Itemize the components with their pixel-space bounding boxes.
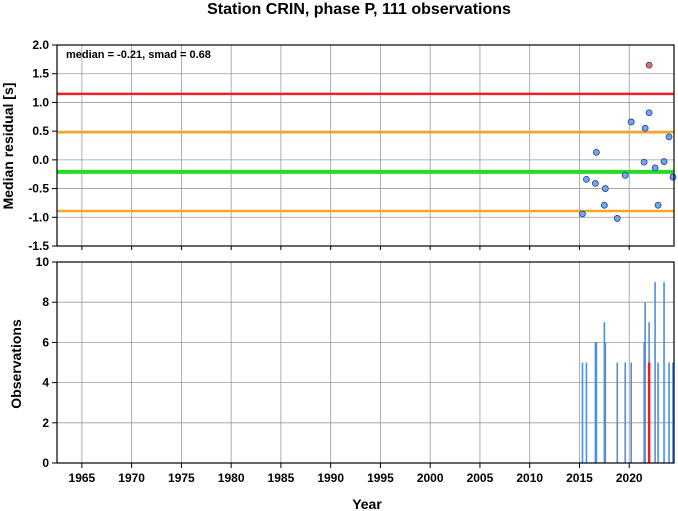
- residual-point: [660, 158, 668, 165]
- residual-point: [592, 148, 600, 156]
- observation-bar: [663, 282, 665, 463]
- observation-bar: [603, 322, 606, 463]
- observations-panel: 0 2 4 6 8 10 1965 1970 1975 1980 1985 1990 1995 2000…: [8, 255, 675, 511]
- y-tick-label: 2: [42, 416, 49, 430]
- residual-point: [641, 124, 649, 132]
- observation-bar: [672, 362, 674, 463]
- observations-y-ticks: 0 2 4 6 8 10: [36, 255, 57, 470]
- x-tick-label: 1965: [69, 471, 96, 485]
- observation-bar: [624, 362, 627, 463]
- residual-point: [627, 118, 635, 126]
- residual-panel: -1.5 -1.0 -0.5 0.0 0.5 1.0 1.5 2.0 median = -0.…: [0, 38, 677, 253]
- observation-bar: [657, 362, 659, 463]
- x-tick-label: 1980: [218, 471, 245, 485]
- year-x-ticks: 1965 1970 1975 1980 1985 1990 1995 2000 2005 2010…: [69, 463, 643, 485]
- residual-point: [579, 210, 586, 218]
- residual-point: [601, 185, 609, 192]
- observation-bar: [581, 362, 584, 463]
- reference-lines: [57, 92, 674, 213]
- residual-point: [600, 201, 608, 209]
- y-tick-label: 4: [42, 376, 49, 390]
- observation-bar: [643, 342, 645, 463]
- residual-point: [651, 164, 659, 172]
- residual-point: [621, 171, 629, 179]
- observation-bar: [654, 282, 656, 463]
- year-x-axis-label: Year: [352, 496, 382, 511]
- median-annotation: median = -0.21, smad = 0.68: [66, 49, 211, 61]
- x-tick-label: 1975: [168, 471, 195, 485]
- y-tick-label: 6: [42, 335, 49, 349]
- observation-bar: [616, 362, 619, 463]
- y-tick-label: -0.5: [28, 182, 49, 196]
- x-tick-label: 2000: [417, 471, 444, 485]
- x-tick-label: 2005: [467, 471, 494, 485]
- residual-point: [613, 215, 621, 222]
- observation-bar: [668, 362, 670, 463]
- observation-bar: [604, 342, 607, 463]
- residual-point: [665, 133, 673, 141]
- observations-grid: [57, 261, 674, 464]
- observation-bar: [630, 362, 633, 463]
- residual-y-axis-label: Median residual [s]: [0, 83, 16, 210]
- observation-bar: [644, 302, 646, 463]
- y-tick-label: 10: [36, 255, 50, 269]
- residual-grid: [57, 44, 674, 250]
- residual-points: [579, 61, 677, 222]
- y-tick-label: 8: [42, 295, 49, 309]
- x-tick-label: 1995: [367, 471, 394, 485]
- observations-plot-frame: [56, 261, 675, 464]
- y-tick-label: -1.0: [28, 210, 49, 224]
- residual-y-ticks: -1.5 -1.0 -0.5 0.0 0.5 1.0 1.5 2.0: [28, 38, 57, 253]
- x-tick-label: 2015: [566, 471, 593, 485]
- residual-point: [654, 201, 662, 209]
- y-tick-label: 2.0: [32, 38, 49, 52]
- residual-point: [645, 109, 653, 117]
- x-tick-label: 2010: [516, 471, 543, 485]
- y-tick-label: 1.0: [32, 95, 49, 109]
- observations-y-axis-label: Observations: [8, 319, 24, 409]
- observation-bars: [581, 282, 674, 463]
- residual-plot-frame: [56, 44, 675, 247]
- residual-point: [583, 175, 590, 183]
- y-tick-label: 0.0: [32, 153, 49, 167]
- residual-point: [669, 173, 677, 181]
- y-tick-label: 0: [42, 456, 49, 470]
- y-tick-label: 1.5: [32, 67, 49, 81]
- residual-point: [645, 61, 653, 69]
- x-tick-label: 1990: [317, 471, 344, 485]
- y-tick-label: 0.5: [32, 124, 49, 138]
- observation-bar: [585, 362, 588, 463]
- observation-bar: [594, 342, 597, 463]
- x-tick-label: 1970: [118, 471, 145, 485]
- residual-point: [640, 158, 648, 166]
- y-tick-label: -1.5: [28, 239, 49, 253]
- x-tick-label: 1985: [268, 471, 295, 485]
- observation-bar: [647, 362, 651, 463]
- observation-bar: [595, 342, 598, 463]
- chart-title: Station CRIN, phase P, 111 observations: [207, 1, 511, 18]
- residual-point: [591, 180, 599, 187]
- x-tick-label: 2020: [616, 471, 643, 485]
